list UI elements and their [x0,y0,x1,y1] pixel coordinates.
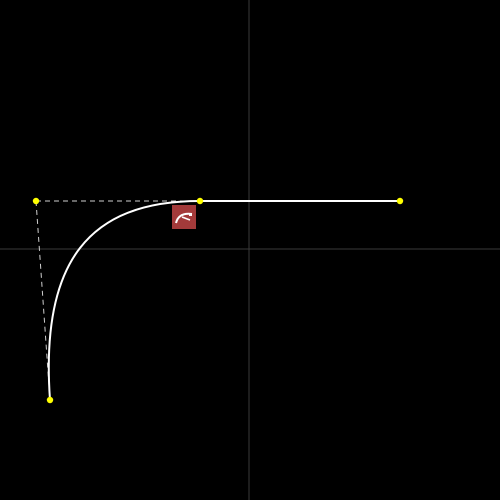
control-point-handle[interactable] [32,197,40,205]
anchor-point-end[interactable] [396,197,404,205]
bezier-pen-cursor-icon [172,205,196,229]
anchor-point-start[interactable] [46,396,54,404]
cursor [172,205,196,229]
control-handle-line-vertical [35,200,51,401]
bezier-curve[interactable] [47,200,201,401]
anchor-point-middle[interactable] [196,197,204,205]
